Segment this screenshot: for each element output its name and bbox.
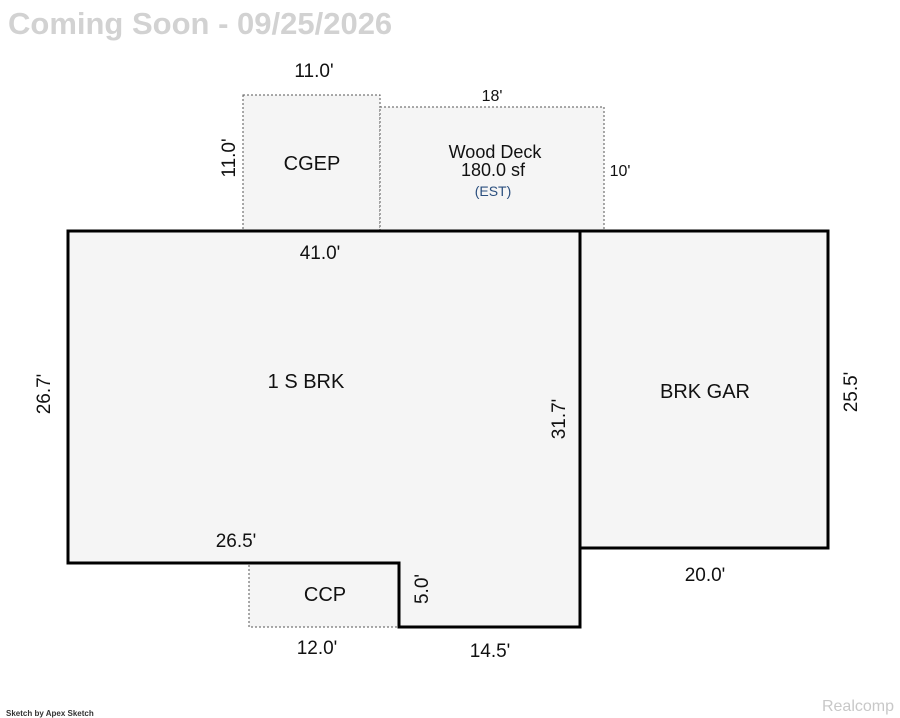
notch-height-dimension: 5.0'	[412, 574, 433, 604]
cgep-width-dimension: 11.0'	[294, 61, 333, 82]
main-right-dimension: 31.7'	[549, 399, 570, 440]
wood-deck-label: Wood Deck	[449, 142, 543, 162]
cgep-height-dimension: 11.0'	[219, 138, 240, 177]
main-bottom-dimension: 26.5'	[216, 531, 257, 552]
main-top-dimension: 41.0'	[300, 243, 341, 264]
notch-bottom-dimension: 14.5'	[470, 641, 511, 662]
garage-bottom-dimension: 20.0'	[685, 565, 726, 586]
cgep-label: CGEP	[284, 153, 341, 175]
deck-height-dimension: 10'	[610, 163, 631, 180]
ccp-label: CCP	[304, 584, 346, 606]
wood-deck-area-label: 180.0 sf	[461, 160, 526, 180]
wood-deck-area	[379, 106, 605, 232]
main-left-dimension: 26.7'	[34, 374, 55, 415]
ccp-width-dimension: 12.0'	[297, 638, 338, 659]
garage-label: BRK GAR	[660, 381, 750, 403]
realcomp-brand-watermark: Realcomp	[822, 698, 894, 715]
garage-right-dimension: 25.5'	[841, 372, 862, 413]
main-house-label: 1 S BRK	[268, 371, 345, 393]
deck-width-dimension: 18'	[482, 88, 503, 105]
ccp-area	[248, 562, 400, 628]
wood-deck-estimate-note: (EST)	[475, 183, 512, 199]
coming-soon-watermark: Coming Soon - 09/25/2026	[8, 6, 392, 41]
garage-outline	[578, 229, 830, 550]
sketch-credit: Sketch by Apex Sketch	[6, 709, 94, 718]
cgep-area	[242, 94, 381, 232]
